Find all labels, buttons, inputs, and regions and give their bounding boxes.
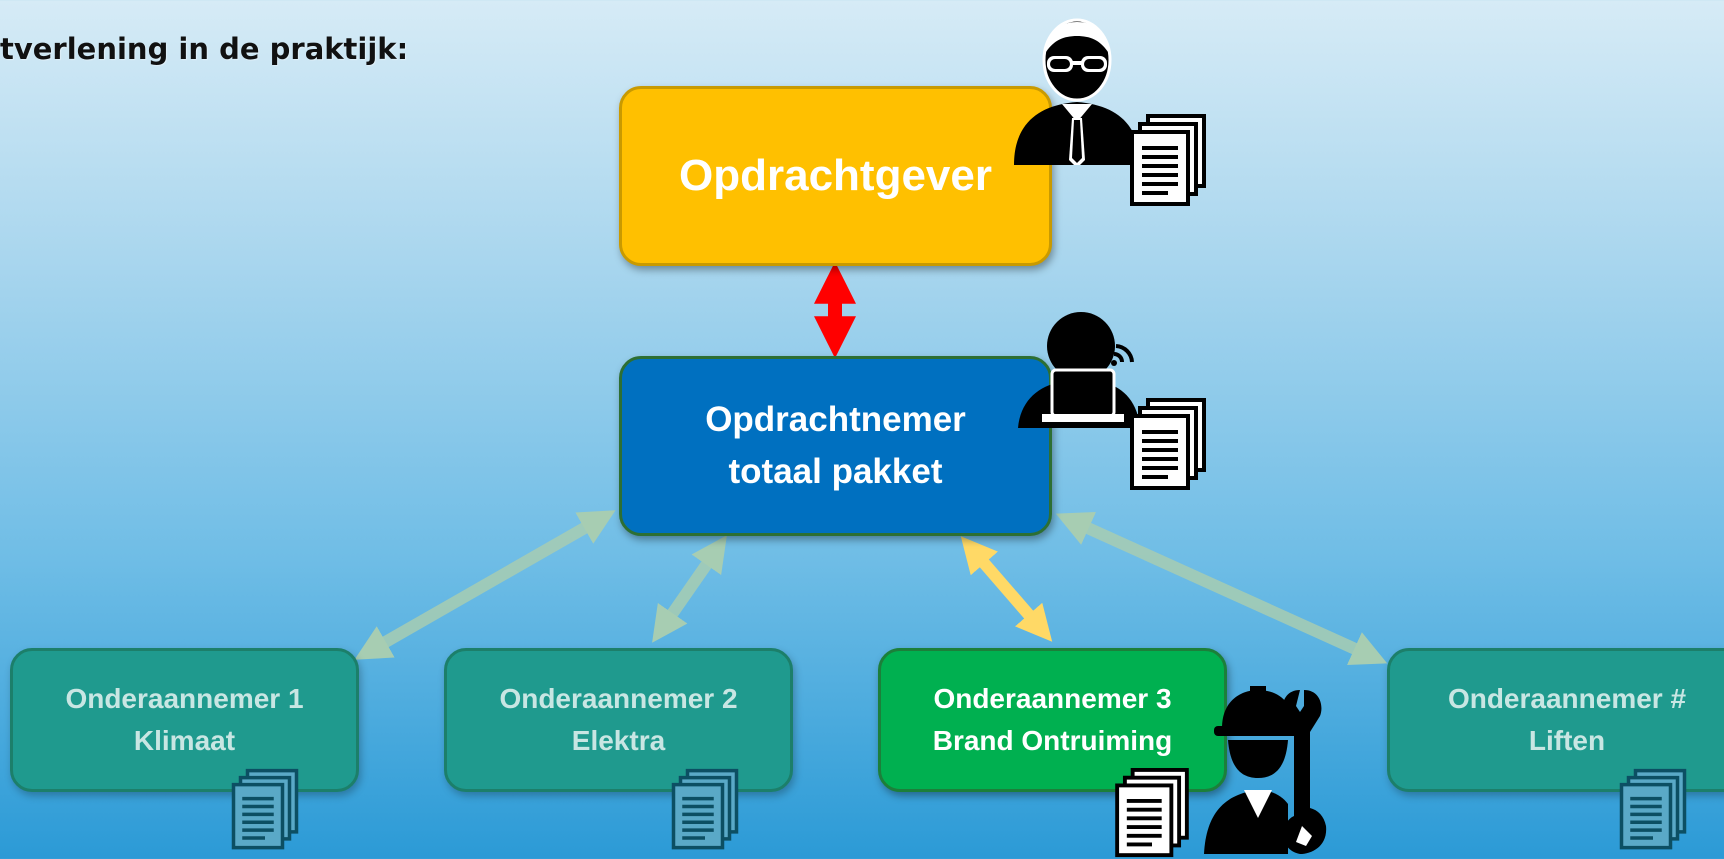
document-stack-icon bbox=[1115, 768, 1189, 858]
subcontractor-4-line2: Liften bbox=[1528, 725, 1606, 756]
client-label: Opdrachtgever bbox=[679, 151, 992, 200]
connector-main-sub4 bbox=[1055, 512, 1388, 665]
connector-main-sub1 bbox=[354, 510, 616, 660]
subcontractor-3-line1: Onderaannemer 3 bbox=[933, 683, 1172, 714]
connector-main-sub2 bbox=[652, 535, 727, 643]
main-contractor-line1: Opdrachtnemer bbox=[705, 400, 966, 439]
subcontractor-2-box[interactable]: Onderaannemer 2 Elektra bbox=[444, 648, 793, 792]
subcontractor-1-line2: Klimaat bbox=[133, 725, 236, 756]
document-stack-icon bbox=[1130, 398, 1206, 490]
businessman-icon bbox=[1014, 18, 1140, 165]
subcontractor-3-line2: Brand Ontruiming bbox=[932, 725, 1173, 756]
subcontractor-1-box[interactable]: Onderaannemer 1 Klimaat bbox=[10, 648, 359, 792]
client-box[interactable]: Opdrachtgever bbox=[619, 86, 1052, 266]
person-laptop-icon bbox=[1018, 312, 1140, 428]
document-stack-icon bbox=[231, 768, 299, 850]
main-contractor-line2: totaal pakket bbox=[728, 452, 943, 491]
subcontractor-1-line1: Onderaannemer 1 bbox=[65, 683, 304, 714]
subcontractor-4-box[interactable]: Onderaannemer # Liften bbox=[1387, 648, 1724, 792]
connector-main-sub3 bbox=[960, 536, 1053, 642]
worker-wrench-icon bbox=[1204, 686, 1327, 854]
document-stack-icon bbox=[671, 768, 739, 850]
document-stack-icon bbox=[1619, 768, 1687, 850]
subcontractor-2-line2: Elektra bbox=[571, 725, 666, 756]
document-stack-icon bbox=[1130, 114, 1206, 206]
page-heading: tverlening in de praktijk: bbox=[0, 32, 409, 66]
subcontractor-2-line1: Onderaannemer 2 bbox=[499, 683, 738, 714]
subcontractor-4-line1: Onderaannemer # bbox=[1447, 683, 1687, 714]
subcontractor-3-box[interactable]: Onderaannemer 3 Brand Ontruiming bbox=[878, 648, 1227, 792]
main-contractor-box[interactable]: Opdrachtnemer totaal pakket bbox=[619, 356, 1052, 536]
